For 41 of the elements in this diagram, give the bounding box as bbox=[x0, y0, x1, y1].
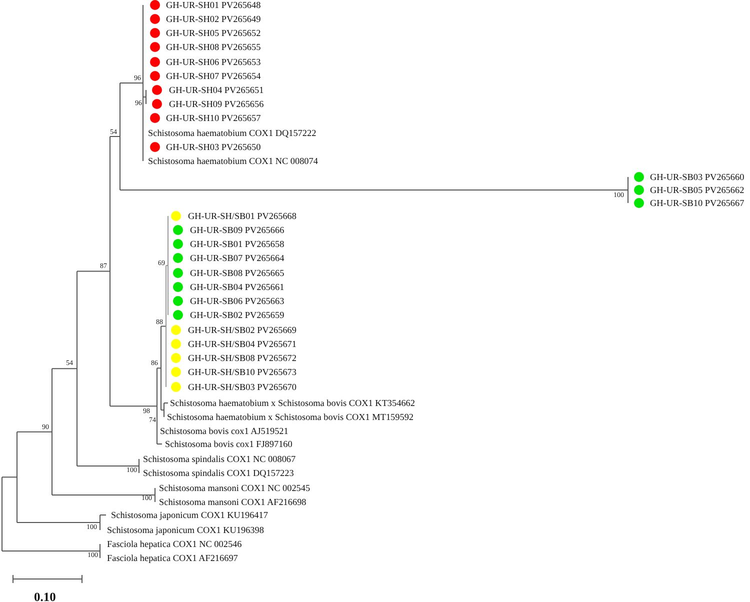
taxon-label: Schistosoma japonicum COX1 KU196398 bbox=[107, 524, 264, 536]
taxon-label: GH-UR-SH02 PV265649 bbox=[166, 14, 261, 24]
taxon-label: GH-UR-SB01 PV265658 bbox=[190, 238, 284, 250]
taxon-label: GH-UR-SB04 PV265661 bbox=[190, 282, 284, 292]
taxon-label: GH-UR-SH/SB10 PV265673 bbox=[188, 366, 296, 378]
taxon-label: GH-UR-SB02 PV265659 bbox=[190, 310, 284, 320]
taxon-label: GH-UR-SH/SB03 PV265670 bbox=[188, 382, 296, 392]
taxon-label: Schistosoma spindalis COX1 NC 008067 bbox=[143, 454, 296, 464]
taxon-label: GH-UR-SH07 PV265654 bbox=[166, 70, 261, 82]
taxon-label: GH-UR-SB03 PV265660 bbox=[650, 172, 744, 182]
taxon-label: Schistosoma bovis cox1 FJ897160 bbox=[165, 438, 292, 450]
taxon-label: GH-UR-SH05 PV265652 bbox=[166, 28, 261, 38]
taxon-label: GH-UR-SB09 PV265666 bbox=[190, 224, 284, 236]
taxon-label: Schistosoma mansoni COX1 NC 002545 bbox=[159, 482, 310, 494]
taxon-label: Schistosoma spindalis COX1 DQ157223 bbox=[143, 468, 294, 478]
scale-value: 0.10 bbox=[34, 590, 56, 602]
taxon-label: GH-UR-SH10 PV265657 bbox=[166, 112, 261, 124]
taxon-label: Schistosoma bovis cox1 AJ519521 bbox=[160, 426, 288, 436]
taxon-label: Schistosoma japonicum COX1 KU196417 bbox=[111, 510, 268, 520]
taxon-label: Fasciola hepatica COX1 AF216697 bbox=[107, 552, 238, 564]
taxon-label: GH-UR-SH08 PV265655 bbox=[166, 42, 261, 52]
taxon-label: Schistosoma haematobium x Schistosoma bovis COX1 KT354662 bbox=[170, 398, 415, 408]
taxon-label: GH-UR-SH04 PV265651 bbox=[169, 84, 264, 96]
taxon-label: GH-UR-SB08 PV265665 bbox=[190, 268, 284, 278]
taxon-label: GH-UR-SH06 PV265653 bbox=[166, 56, 261, 68]
taxon-label: GH-UR-SB07 PV265664 bbox=[190, 252, 284, 264]
taxon-label: GH-UR-SH/SB02 PV265669 bbox=[188, 324, 296, 336]
taxon-label: Fasciola hepatica COX1 NC 002546 bbox=[107, 538, 242, 550]
taxon-label: GH-UR-SH/SB01 PV265668 bbox=[188, 210, 296, 222]
taxon-label: GH-UR-SH/SB08 PV265672 bbox=[188, 352, 296, 364]
taxon-label: Schistosoma haematobium x Schistosoma bovis COX1 MT159592 bbox=[167, 412, 414, 422]
taxon-label: Schistosoma haematobium COX1 DQ157222 bbox=[148, 128, 316, 138]
taxon-label: GH-UR-SH/SB04 PV265671 bbox=[188, 338, 296, 350]
taxon-label: GH-UR-SB06 PV265663 bbox=[190, 296, 284, 306]
taxon-label: Schistosoma mansoni COX1 AF216698 bbox=[159, 496, 306, 508]
taxon-label: GH-UR-SH03 PV265650 bbox=[166, 142, 261, 152]
taxon-label: Schistosoma haematobium COX1 NC 008074 bbox=[148, 156, 318, 166]
taxon-label: GH-UR-SB05 PV265662 bbox=[650, 184, 744, 196]
taxon-label: GH-UR-SB10 PV265667 bbox=[650, 198, 744, 208]
taxon-label: GH-UR-SH09 PV265656 bbox=[169, 98, 264, 110]
taxon-label: GH-UR-SH01 PV265648 bbox=[166, 0, 261, 10]
